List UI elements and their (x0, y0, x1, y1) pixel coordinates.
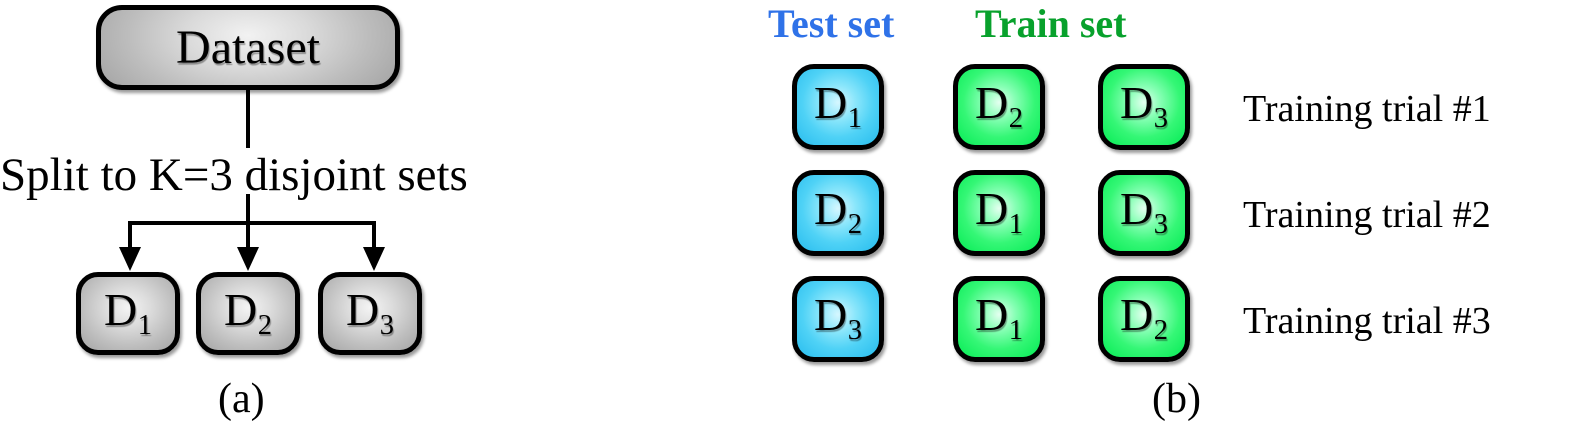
connector-split-to-bar (246, 194, 250, 224)
fold-box-d1: D1 (76, 272, 180, 355)
test-box-row1-label: D1 (813, 77, 863, 135)
dataset-node-label: Dataset (176, 20, 320, 74)
train-box-row1-col1-label: D2 (974, 77, 1024, 135)
trial-label-row1: Training trial #1 (1243, 88, 1491, 130)
connector-dataset-to-split (246, 90, 250, 148)
panel-a-caption: (a) (218, 376, 265, 422)
train-box-row3-col2-label: D2 (1119, 289, 1169, 347)
connector-leg-1 (128, 221, 132, 249)
connector-leg-3 (372, 221, 376, 249)
fold-box-d1-label: D1 (103, 283, 153, 341)
test-box-row3: D3 (792, 276, 884, 362)
train-box-row1-col1: D2 (953, 64, 1045, 150)
fold-box-d3: D3 (318, 272, 422, 355)
test-box-row2-label: D2 (813, 183, 863, 241)
train-box-row2-col1-label: D1 (974, 183, 1024, 241)
fold-box-d2: D2 (196, 272, 300, 355)
arrowhead-3 (363, 247, 385, 271)
train-box-row3-col1-label: D1 (974, 289, 1024, 347)
train-box-row1-col2: D3 (1098, 64, 1190, 150)
train-box-row2-col2: D3 (1098, 170, 1190, 256)
header-train-set: Train set (975, 1, 1127, 46)
test-box-row2: D2 (792, 170, 884, 256)
connector-distribution-bar (128, 221, 376, 225)
train-box-row2-col2-label: D3 (1119, 183, 1169, 241)
fold-box-d3-label: D3 (345, 283, 395, 341)
train-box-row2-col1: D1 (953, 170, 1045, 256)
dataset-node: Dataset (96, 5, 400, 90)
train-box-row3-col1: D1 (953, 276, 1045, 362)
trial-label-row3: Training trial #3 (1243, 300, 1491, 342)
test-box-row3-label: D3 (813, 289, 863, 347)
arrowhead-1 (119, 247, 141, 271)
trial-label-row2: Training trial #2 (1243, 194, 1491, 236)
arrowhead-2 (237, 247, 259, 271)
header-test-set: Test set (768, 1, 895, 46)
train-box-row3-col2: D2 (1098, 276, 1190, 362)
panel-a: Dataset Split to K=3 disjoint sets D1 D2… (0, 0, 530, 436)
panel-b-caption: (b) (1152, 376, 1201, 422)
test-box-row1: D1 (792, 64, 884, 150)
train-box-row1-col2-label: D3 (1119, 77, 1169, 135)
connector-leg-2 (246, 221, 250, 249)
split-description-text: Split to K=3 disjoint sets (0, 149, 468, 201)
fold-box-d2-label: D2 (223, 283, 273, 341)
